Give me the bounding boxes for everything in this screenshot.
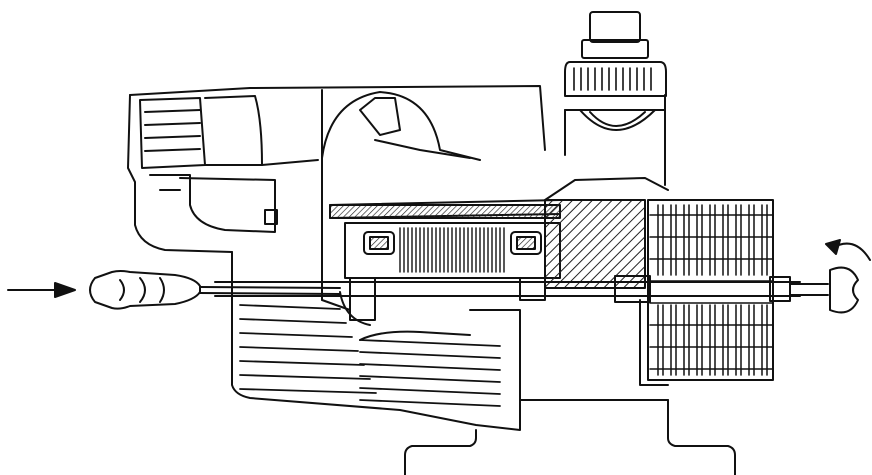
screwdriver: [89, 270, 341, 310]
pump-housing-section: [544, 199, 646, 289]
impeller-stack: [647, 199, 774, 381]
base-foot: [404, 399, 736, 475]
shaft-key-tool: [789, 266, 859, 314]
stator-winding: [329, 199, 561, 326]
filler-cap: [564, 11, 667, 131]
motor-cover: [139, 91, 481, 233]
pump-housing: [127, 85, 669, 431]
pump-housing-fins: [239, 304, 501, 407]
rotor-shaft: [214, 275, 801, 303]
push-arrow: [7, 282, 76, 298]
pump-housing-top: [544, 177, 669, 201]
rotate-arrow: [825, 239, 871, 261]
